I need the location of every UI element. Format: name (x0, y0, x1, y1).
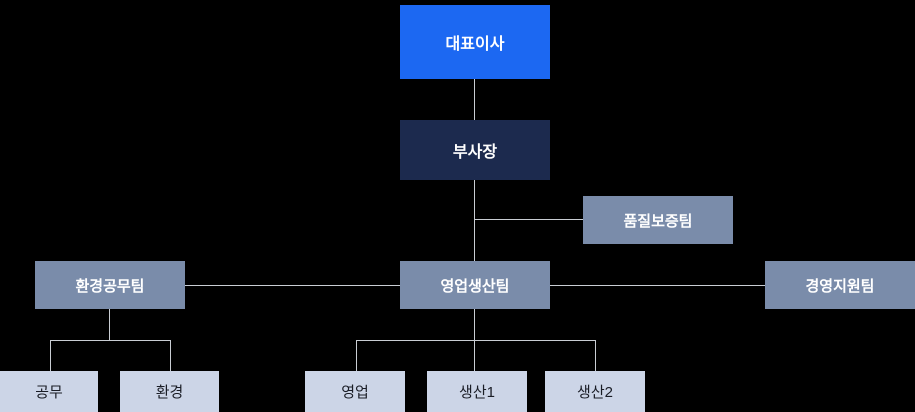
org-node-quality-assurance-team: 품질보증팀 (583, 196, 733, 244)
org-node-environment-works-team: 환경공무팀 (35, 261, 185, 309)
connector-salesprod-rail (356, 340, 596, 341)
org-node-works-unit: 공무 (0, 371, 98, 412)
org-node-sales-unit: 영업 (305, 371, 405, 412)
org-node-production2-unit: 생산2 (545, 371, 645, 412)
connector-drop-production2 (595, 340, 596, 371)
connector-envworks-salesprod (185, 285, 400, 286)
connector-salesprod-mgmt (550, 285, 765, 286)
connector-envworks-trunk (109, 309, 110, 340)
org-node-ceo: 대표이사 (400, 5, 550, 79)
connector-drop-environment (170, 340, 171, 371)
org-node-sales-production-team: 영업생산팀 (400, 261, 550, 309)
connector-drop-sales (356, 340, 357, 371)
connector-vp-trunk (474, 180, 475, 261)
org-node-environment-unit: 환경 (120, 371, 219, 412)
org-node-vice-president: 부사장 (400, 120, 550, 180)
org-node-production1-unit: 생산1 (427, 371, 527, 412)
connector-drop-works (50, 340, 51, 371)
connector-qa-branch (475, 219, 583, 220)
connector-ceo-vp (474, 79, 475, 120)
org-node-management-support-team: 경영지원팀 (765, 261, 915, 309)
connector-envworks-rail (50, 340, 171, 341)
